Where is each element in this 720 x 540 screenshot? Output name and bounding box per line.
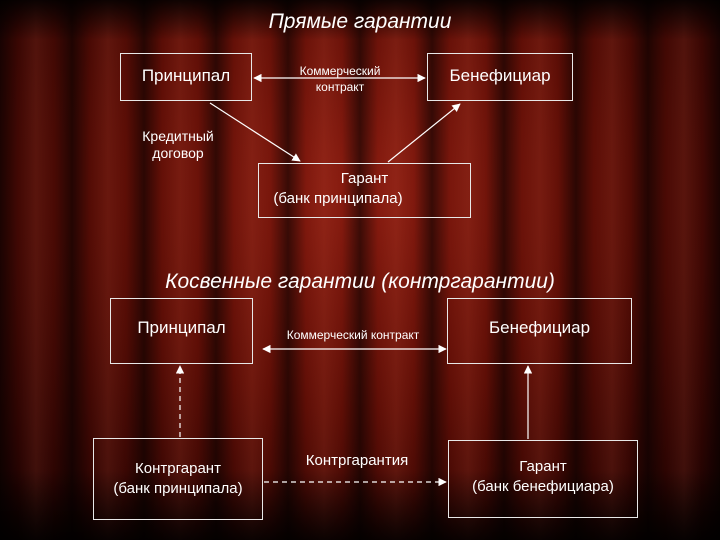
counter-guarantor-label-1: Контргарант	[135, 460, 221, 477]
direct-credit-agreement-label-2: договор	[152, 145, 204, 161]
direct-guarantor-box	[258, 163, 471, 218]
indirect-beneficiary-label: Бенефициар	[488, 318, 591, 337]
counter-guarantee-label: Контргарантия	[305, 452, 409, 469]
indirect-beneficiary-box	[447, 298, 632, 364]
direct-guarantor-label-2: (банк принципала)	[273, 190, 403, 207]
indirect-guarantor-label-1: Гарант	[519, 458, 567, 475]
counter-guarantor-label-2: (банк принципала)	[113, 480, 243, 497]
indirect-guarantor-box	[448, 440, 638, 518]
indirect-principal-label: Принципал	[137, 318, 226, 337]
direct-principal-box	[120, 53, 252, 101]
direct-credit-arrow	[209, 102, 301, 162]
direct-beneficiary-box	[427, 53, 573, 101]
direct-guarantor-label-1: Гарант	[340, 170, 389, 187]
direct-guarantee-arrow	[387, 103, 461, 163]
indirect-guarantees-title: Косвенные гарантии (контргарантии)	[165, 270, 555, 293]
indirect-guarantor-label-2: (банк бенефициара)	[472, 478, 614, 495]
direct-commercial-contract-label-2: контракт	[315, 80, 365, 94]
direct-credit-agreement-label-1: Кредитный	[142, 128, 214, 144]
direct-principal-label: Принципал	[141, 66, 231, 85]
direct-beneficiary-label: Бенефициар	[449, 66, 551, 85]
direct-guarantees-title: Прямые гарантии	[268, 10, 452, 33]
curtain-top-shade	[0, 0, 720, 40]
curtain-bottom-shade	[0, 470, 720, 540]
indirect-commercial-contract-label: Коммерческий контракт	[286, 328, 420, 342]
indirect-principal-box	[110, 298, 253, 364]
counter-guarantor-box	[93, 438, 263, 520]
